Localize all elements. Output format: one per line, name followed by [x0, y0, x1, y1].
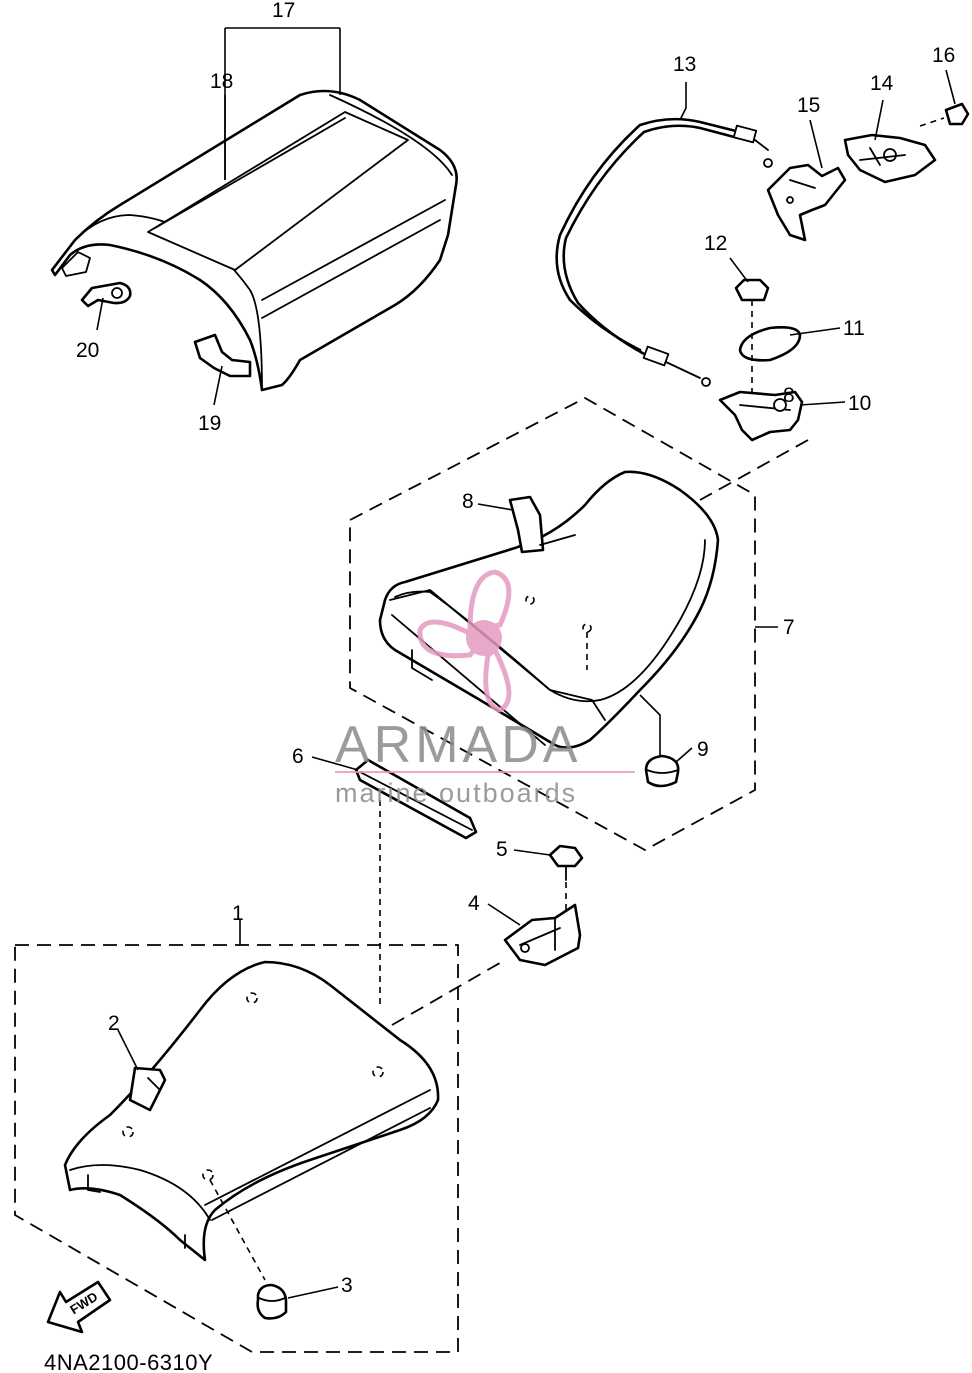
part-10-hook	[718, 390, 804, 442]
callout-19: 19	[198, 412, 221, 435]
callout-11: 11	[843, 317, 865, 340]
part-19-bracket	[193, 333, 252, 378]
callout-12: 12	[704, 232, 727, 255]
callout-1: 1	[232, 902, 244, 925]
part-3-damper	[256, 1283, 288, 1320]
seat-lock-cable	[555, 117, 773, 387]
part-7-group-outline	[349, 396, 756, 852]
callouts: 17 18 20 19 13 15 14 16 12 11 8 10 8 7 9…	[76, 0, 955, 1297]
diagram-code: 4NA2100-6310Y	[44, 1350, 213, 1373]
watermark-title: ARMADA	[335, 716, 581, 774]
watermark-subtitle: marine outboards	[335, 778, 577, 808]
callout-2: 2	[108, 1012, 120, 1035]
callout-16: 16	[932, 44, 955, 67]
front-seat	[63, 960, 440, 1281]
callout-20: 20	[76, 339, 99, 362]
part-4-bracket	[391, 903, 582, 1026]
armada-watermark: ARMADA marine outboards	[335, 569, 635, 808]
part-14-seat-lock	[843, 133, 937, 184]
propeller-logo-icon	[417, 569, 512, 713]
callout-10: 10	[848, 392, 871, 415]
part-11-plate	[738, 300, 802, 395]
callout-6: 6	[292, 745, 304, 768]
part-12-nut	[734, 278, 770, 302]
callout-3: 3	[341, 1274, 353, 1297]
callout-9: 9	[697, 738, 709, 761]
part-6-strip	[354, 758, 478, 1005]
rear-seat	[378, 470, 720, 749]
callout-5: 5	[496, 838, 508, 861]
callout-13: 13	[673, 53, 696, 76]
part-15-lock-bracket	[766, 163, 847, 242]
callout-8: 8	[462, 490, 474, 513]
fwd-arrow-icon: FWD	[46, 1280, 112, 1334]
callout-7: 7	[783, 616, 795, 639]
callout-8-upper: 8	[783, 384, 795, 407]
part-9-damper	[639, 694, 680, 788]
callout-14: 14	[870, 72, 894, 95]
callout-17: 17	[272, 0, 295, 22]
callout-15: 15	[797, 94, 820, 117]
part-1-group-outline	[14, 944, 459, 1353]
part-20-hook	[80, 281, 132, 308]
rear-seat-cowl	[50, 89, 458, 392]
callout-18: 18	[210, 70, 233, 93]
leader-lines	[96, 27, 956, 1299]
part-16-screw	[919, 102, 970, 127]
callout-4: 4	[468, 892, 480, 915]
